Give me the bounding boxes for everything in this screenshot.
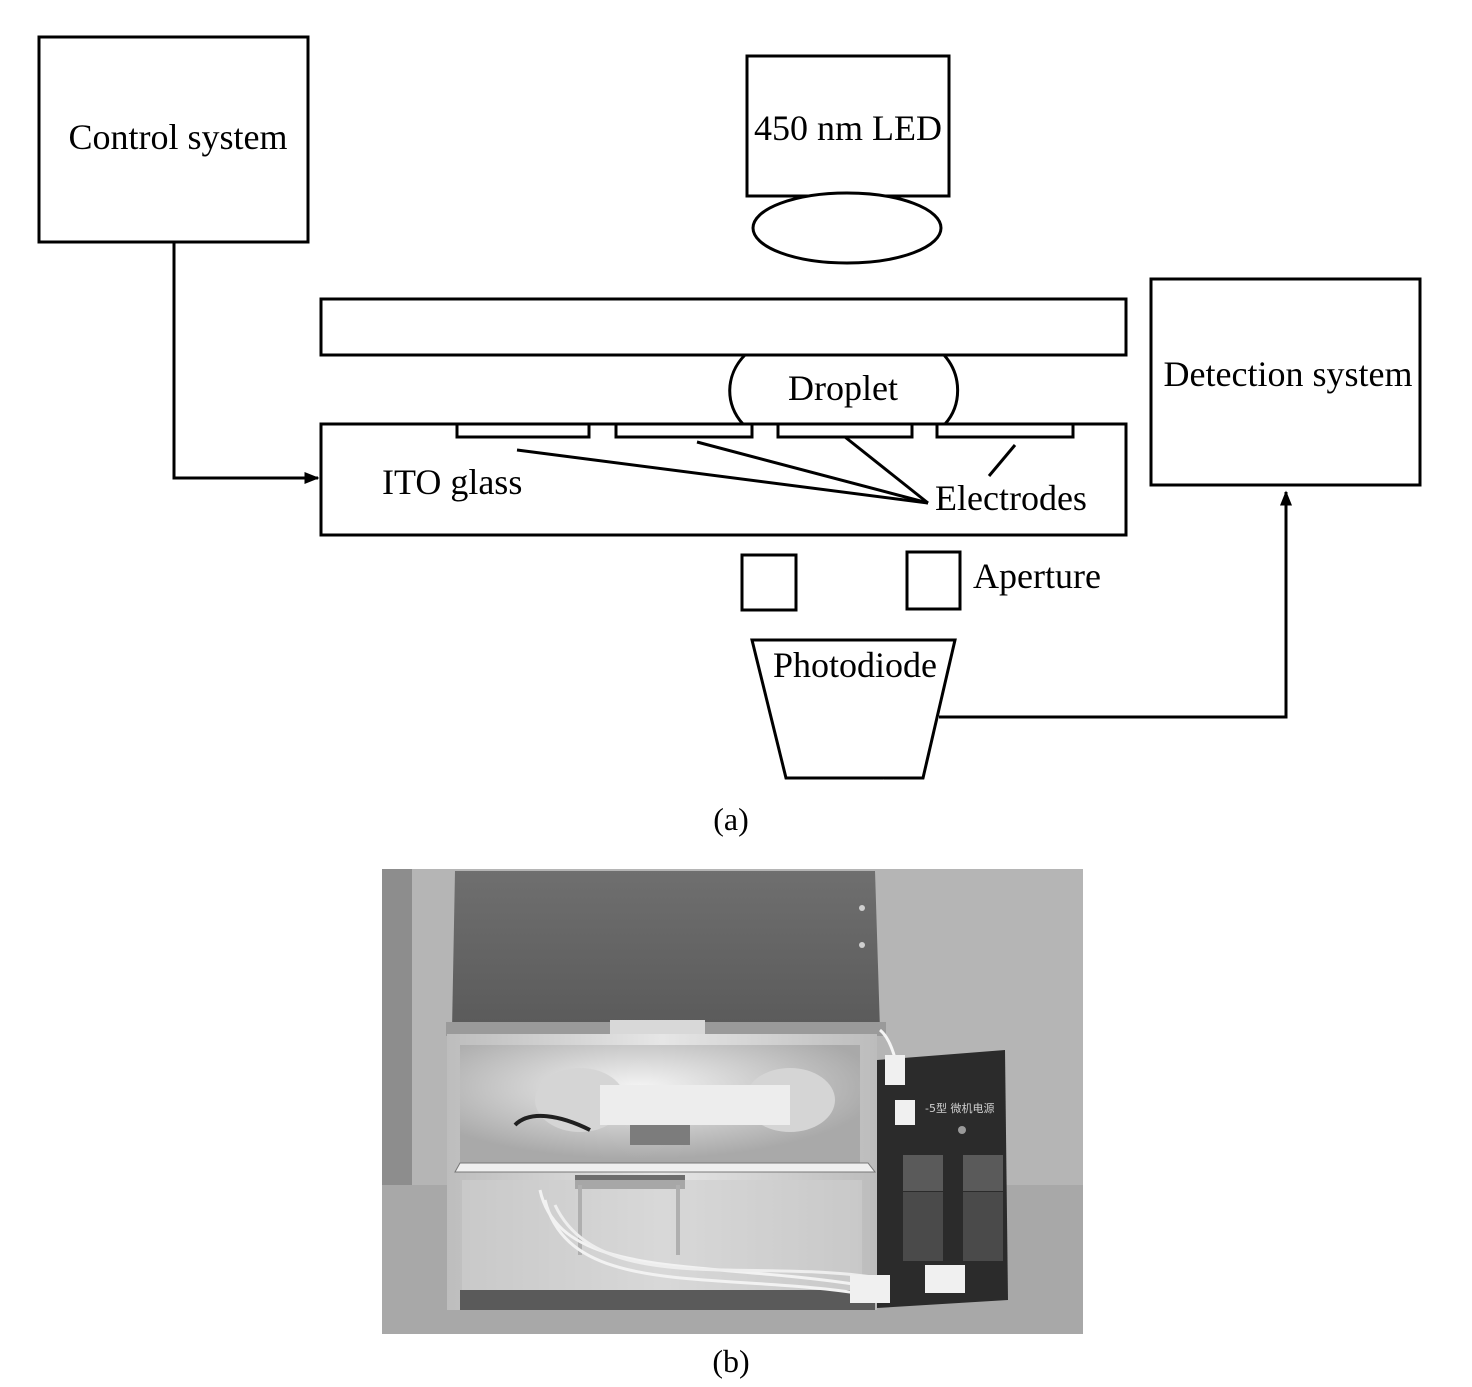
detection-signal-line bbox=[939, 490, 1292, 719]
control-system-label: Control system bbox=[68, 117, 287, 157]
aperture-label: Aperture bbox=[973, 556, 1101, 596]
electrode bbox=[935, 422, 1075, 439]
caption-b: (b) bbox=[712, 1343, 749, 1379]
led-box: 450 nm LED bbox=[745, 54, 951, 198]
control-system-box: Control system bbox=[37, 35, 310, 244]
droplet-label: Droplet bbox=[788, 368, 898, 408]
aperture: Aperture bbox=[740, 550, 1101, 612]
droplet: Droplet bbox=[728, 353, 960, 426]
schematic: Control system 450 nm LED Droplet ITO gl… bbox=[37, 35, 1422, 837]
power-supply-panel-text: -5型 微机电源 bbox=[925, 1101, 994, 1115]
photodiode: Photodiode bbox=[750, 638, 957, 780]
top-glass-plate bbox=[319, 297, 1128, 357]
photodiode-label: Photodiode bbox=[773, 645, 937, 685]
electrode bbox=[455, 422, 591, 439]
lens bbox=[751, 191, 943, 265]
ito-glass-label: ITO glass bbox=[382, 462, 522, 502]
apparatus-photo: -5型 微机电源 bbox=[382, 869, 1083, 1334]
electrode bbox=[776, 422, 914, 439]
detection-system-box: Detection system bbox=[1149, 277, 1422, 487]
electrode bbox=[614, 422, 754, 439]
caption-a: (a) bbox=[713, 801, 749, 837]
electrodes bbox=[455, 422, 1075, 439]
led-label: 450 nm LED bbox=[754, 108, 942, 148]
electrodes-label: Electrodes bbox=[935, 478, 1087, 518]
control-signal-line bbox=[172, 242, 320, 484]
detection-system-label: Detection system bbox=[1164, 354, 1413, 394]
electrode-leaders bbox=[516, 435, 1017, 505]
